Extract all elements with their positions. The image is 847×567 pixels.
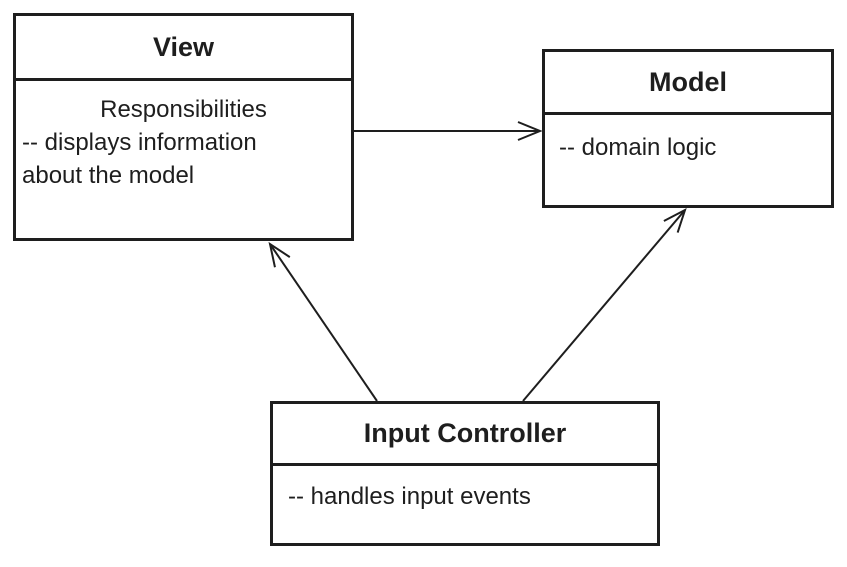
node-view-body-line: Responsibilities xyxy=(100,96,267,123)
node-input-controller: Input Controller -- handles input events xyxy=(270,401,660,546)
node-view: View Responsibilities -- displays inform… xyxy=(13,13,354,241)
arrow-input-controller-to-view xyxy=(268,241,378,402)
node-model: Model -- domain logic xyxy=(542,49,834,208)
node-input-controller-body-line: -- handles input events xyxy=(288,483,531,510)
node-model-body-line: -- domain logic xyxy=(559,134,717,161)
node-model-title: Model xyxy=(545,52,831,115)
node-view-body-line: -- displays information xyxy=(22,129,257,156)
node-view-body: Responsibilities -- displays information… xyxy=(16,81,351,192)
node-input-controller-body: -- handles input events xyxy=(273,466,657,513)
node-input-controller-title: Input Controller xyxy=(273,404,657,466)
arrow-input-controller-to-model xyxy=(522,207,687,402)
node-view-body-line: about the model xyxy=(22,162,195,189)
node-model-body: -- domain logic xyxy=(545,115,831,164)
node-view-title: View xyxy=(16,16,351,81)
